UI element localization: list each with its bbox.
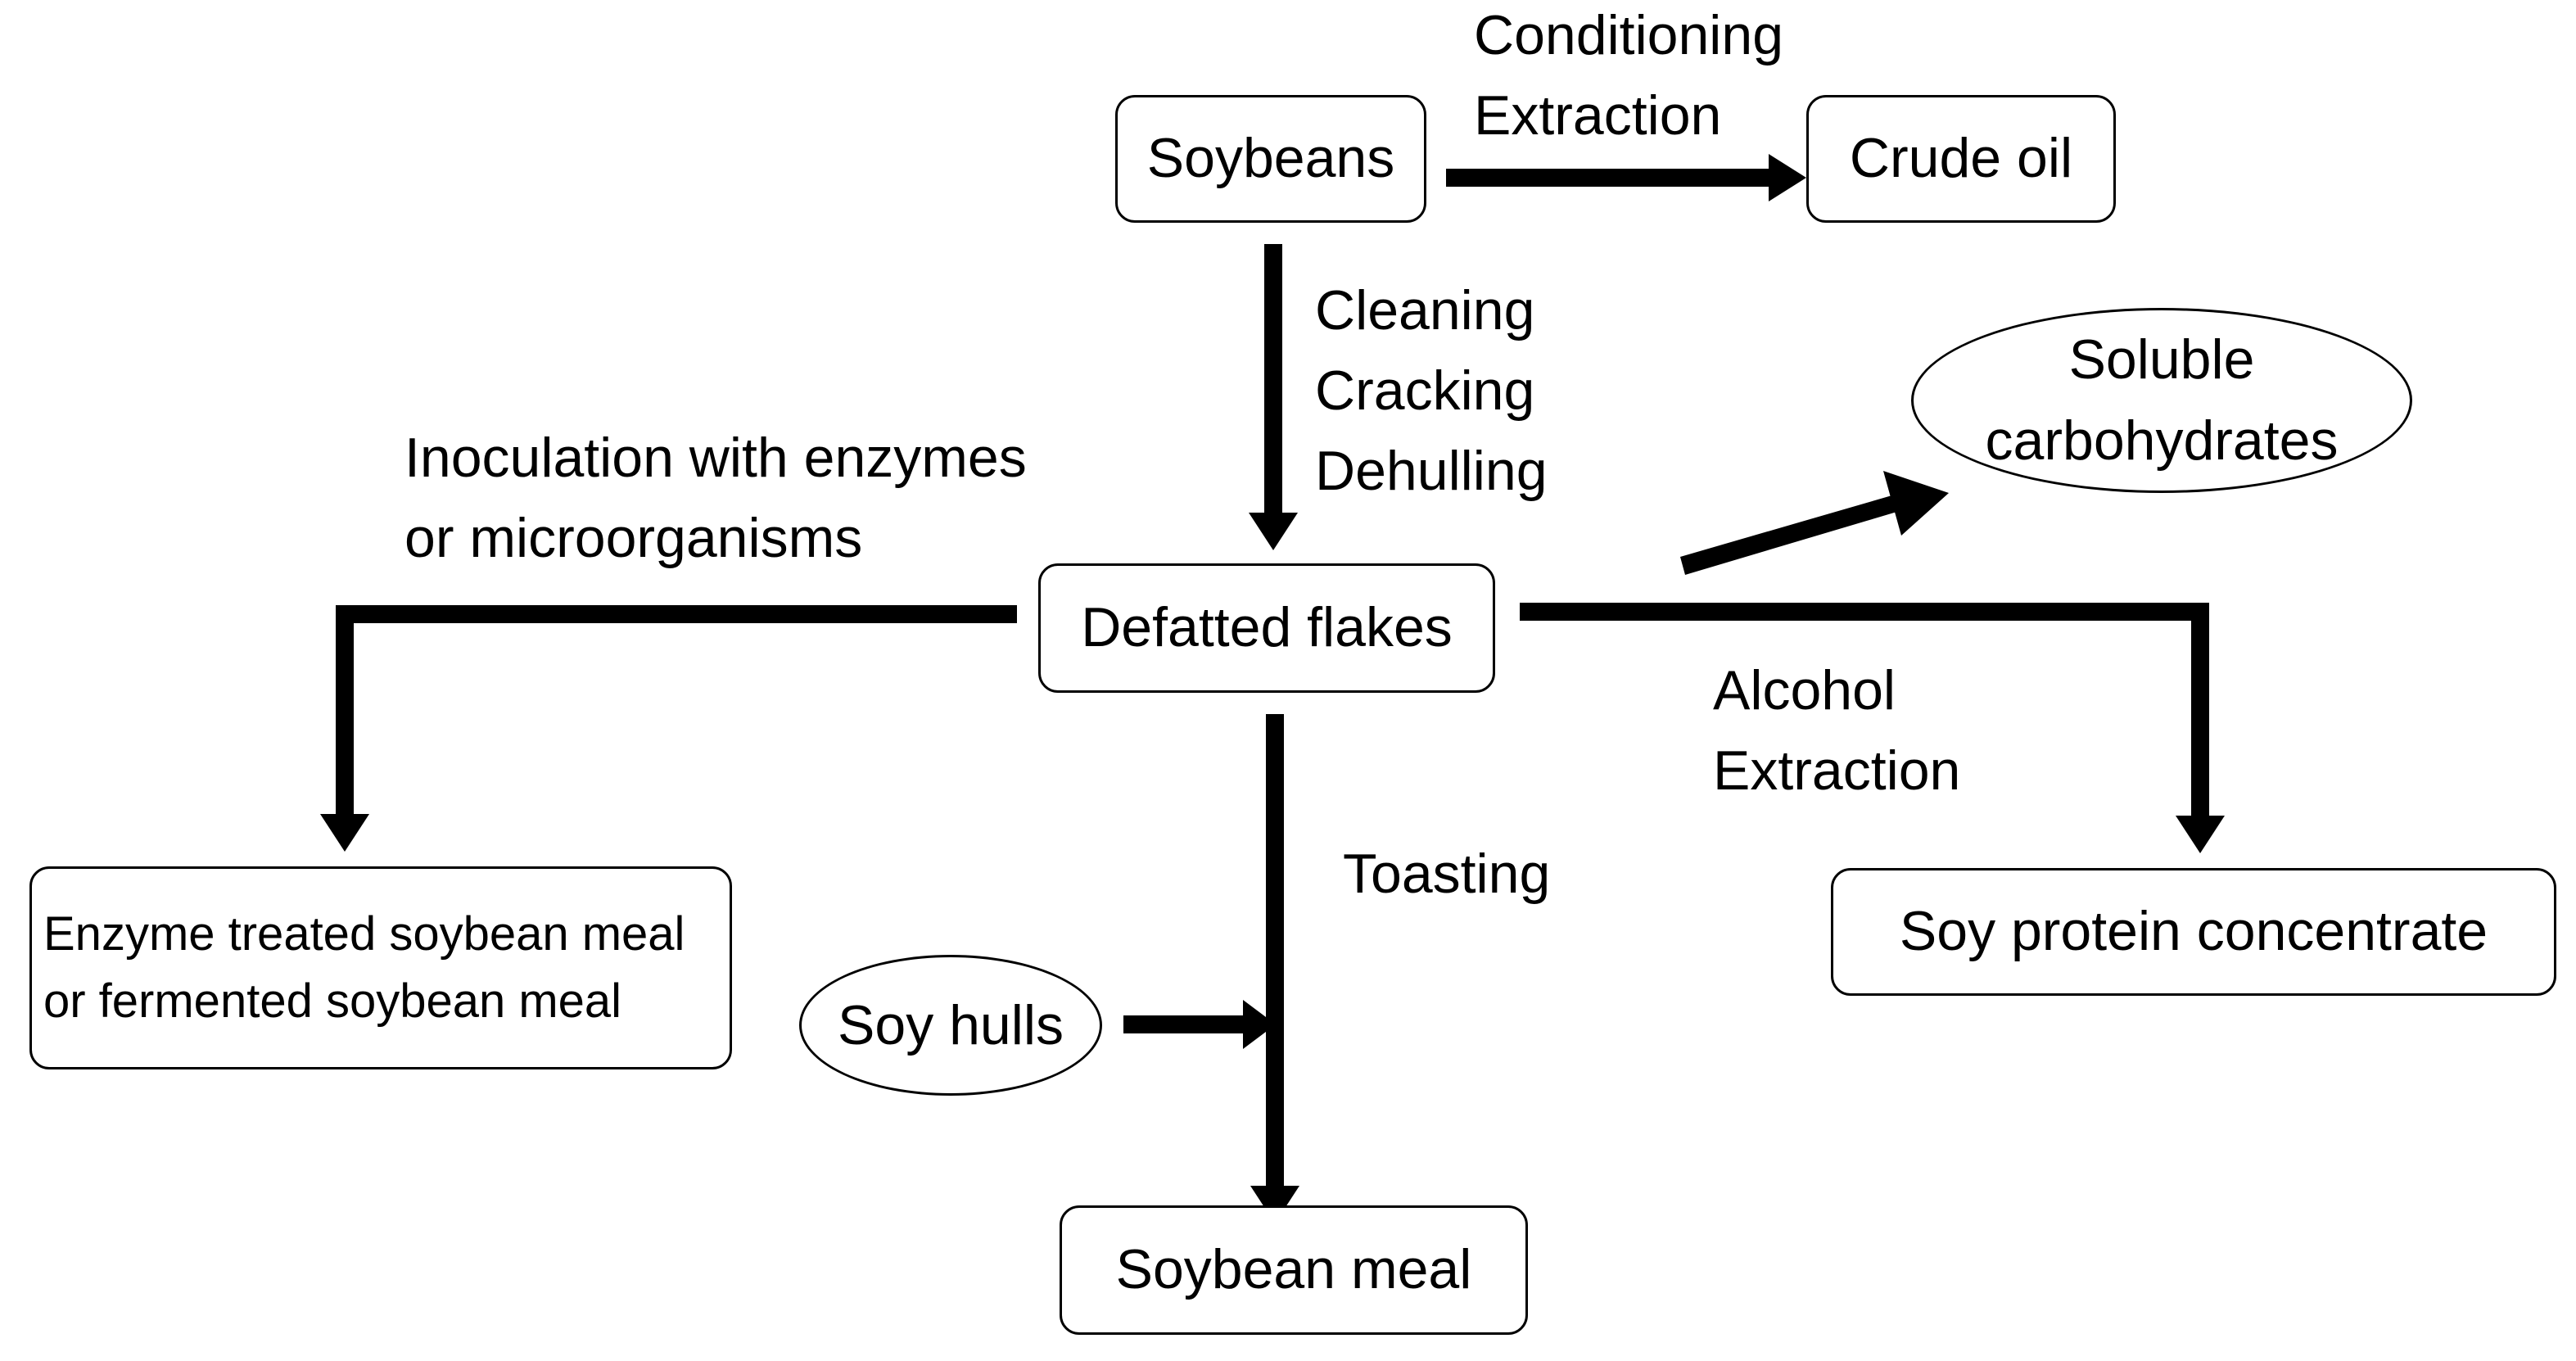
label-preparation-line-2: Cracking (1315, 359, 1535, 422)
node-soybean-meal: Soybean meal (1060, 1205, 1528, 1335)
connector-protein-concentrate-down (2191, 603, 2209, 819)
label-oil-extraction-line-1: Conditioning (1474, 4, 1784, 66)
arrow-head-enzyme-meal (320, 814, 369, 852)
node-soluble-carbohydrates-text: Soluble carbohydrates (1986, 319, 2339, 481)
node-enzyme-treated-meal-text: Enzyme treated soybean meal or fermented… (43, 901, 685, 1035)
node-soybean-meal-label: Soybean meal (1115, 1238, 1472, 1301)
label-inoculation-line-2: or microorganisms (404, 507, 863, 569)
label-preparation-line-3: Dehulling (1315, 440, 1548, 502)
label-inoculation: Inoculation with enzymes or microorganis… (404, 418, 1027, 578)
node-enzyme-treated-meal-line-1: Enzyme treated soybean meal (43, 907, 685, 961)
arrow-head-soy-hulls (1243, 1000, 1276, 1049)
node-soluble-carbohydrates-line-1: Soluble (2068, 328, 2255, 391)
arrow-defatted-flakes-to-soluble-carbohydrates (1680, 495, 1900, 575)
node-enzyme-treated-meal: Enzyme treated soybean meal or fermented… (29, 866, 732, 1069)
node-defatted-flakes-label: Defatted flakes (1081, 596, 1453, 659)
node-soy-protein-concentrate: Soy protein concentrate (1831, 868, 2556, 996)
node-soy-hulls-label: Soy hulls (838, 993, 1064, 1056)
node-soybeans: Soybeans (1115, 95, 1426, 223)
arrow-soybeans-to-crude-oil (1446, 169, 1774, 187)
node-soluble-carbohydrates: Soluble carbohydrates (1911, 308, 2412, 493)
arrow-head-soluble-carbohydrates (1883, 471, 1949, 536)
label-alcohol-extraction: Alcohol Extraction (1713, 650, 1960, 811)
label-alcohol-extraction-line-1: Alcohol (1713, 659, 1896, 721)
arrow-head-protein-concentrate (2176, 816, 2225, 853)
node-enzyme-treated-meal-line-2: or fermented soybean meal (43, 974, 622, 1028)
node-soy-protein-concentrate-label: Soy protein concentrate (1899, 900, 2488, 963)
node-soy-hulls: Soy hulls (799, 955, 1102, 1096)
arrow-head-crude-oil (1769, 154, 1806, 201)
arrow-head-defatted-flakes (1249, 513, 1298, 550)
connector-defatted-flakes-right (1520, 603, 2209, 621)
node-soybeans-label: Soybeans (1146, 127, 1395, 190)
node-soluble-carbohydrates-line-2: carbohydrates (1985, 409, 2339, 472)
arrow-head-soybean-meal (1250, 1186, 1299, 1223)
label-preparation: Cleaning Cracking Dehulling (1315, 270, 1548, 511)
label-oil-extraction: Conditioning Extraction (1474, 0, 1783, 156)
arrow-soybeans-to-defatted-flakes (1264, 244, 1282, 516)
arrow-defatted-flakes-to-soybean-meal (1266, 714, 1284, 1189)
label-inoculation-line-1: Inoculation with enzymes (404, 427, 1027, 489)
node-crude-oil-label: Crude oil (1849, 127, 2073, 190)
label-oil-extraction-line-2: Extraction (1474, 84, 1722, 147)
arrow-soy-hulls-to-meal-line (1123, 1015, 1246, 1033)
node-defatted-flakes: Defatted flakes (1038, 563, 1495, 693)
label-preparation-line-1: Cleaning (1315, 279, 1535, 341)
connector-enzyme-meal-down (336, 605, 354, 818)
connector-defatted-flakes-left (336, 605, 1017, 623)
label-toasting: Toasting (1343, 834, 1550, 914)
label-alcohol-extraction-line-2: Extraction (1713, 739, 1961, 802)
label-toasting-text: Toasting (1343, 843, 1551, 905)
node-crude-oil: Crude oil (1806, 95, 2116, 223)
